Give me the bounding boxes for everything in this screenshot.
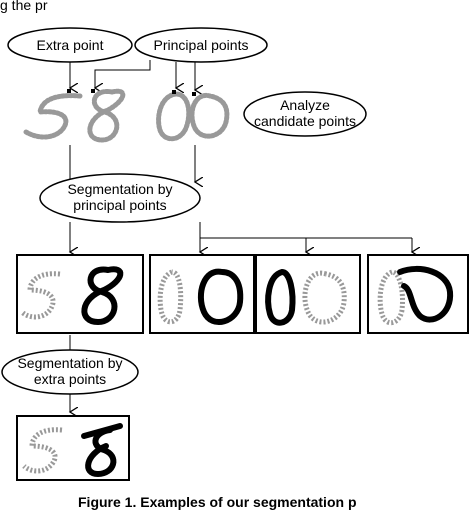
principal-points-label: Principal points: [134, 27, 268, 63]
branch-connectors: [70, 222, 412, 252]
seg-extra-line2: extra points: [34, 371, 106, 387]
seg-extra-label: Segmentation by extra points: [1, 349, 139, 395]
principal-points-text: Principal points: [154, 37, 249, 53]
principal-point-marker-right: [192, 92, 196, 96]
analyze-line1: Analyze: [280, 97, 330, 113]
figure-caption: Figure 1. Examples of our segmentation p: [78, 494, 357, 510]
analyze-line2: candidate points: [254, 113, 356, 129]
result-box-58: [16, 254, 144, 334]
header-fragment: g the pr: [0, 0, 48, 13]
mid-connectors: [70, 145, 195, 182]
seg-principal-line2: principal points: [73, 197, 166, 213]
result-box-final: [16, 415, 130, 481]
analyze-candidate-label: Analyze candidate points: [243, 91, 367, 137]
seg-principal-label: Segmentation by principal points: [39, 173, 201, 223]
extra-point-label: Extra point: [7, 27, 133, 63]
result-box-00-a: [149, 254, 255, 334]
extra-point-marker: [67, 89, 71, 93]
result-box-00-c: [367, 254, 469, 334]
top-connectors: [70, 60, 195, 90]
seg-extra-line1: Segmentation by: [17, 355, 122, 371]
principal-point-marker-left: [172, 90, 176, 94]
result-box-00-b: [255, 254, 361, 334]
principal-point-marker: [91, 89, 95, 93]
extra-point-text: Extra point: [37, 37, 104, 53]
digits-58-dotted: [23, 88, 126, 143]
seg-principal-line1: Segmentation by: [67, 181, 172, 197]
digits-00-dotted: [156, 91, 230, 142]
